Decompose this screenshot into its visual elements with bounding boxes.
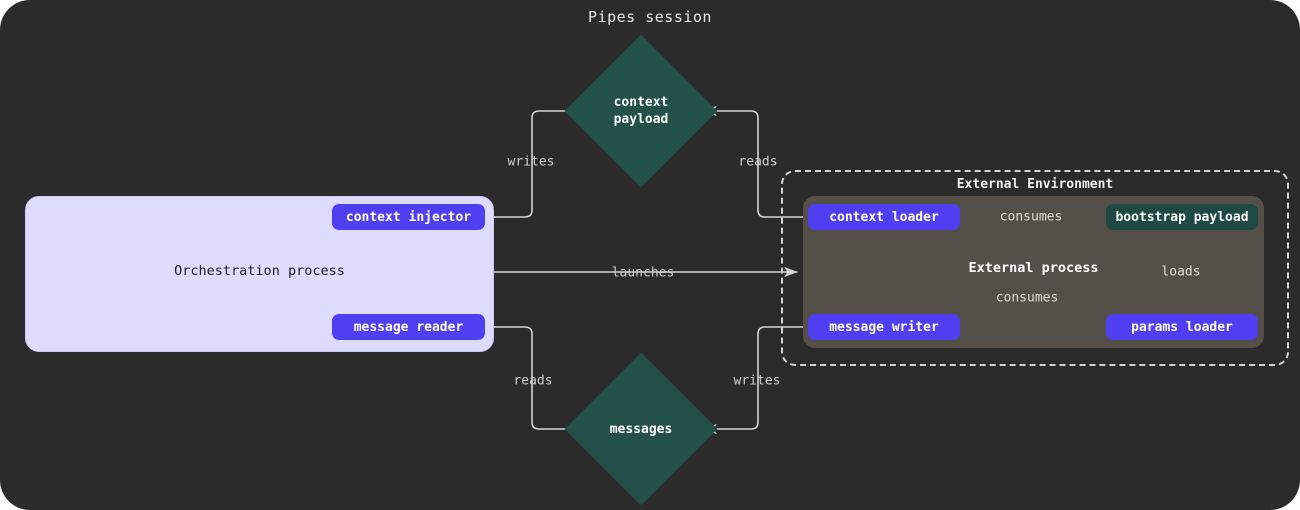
node-message-writer[interactable]: message writer — [808, 314, 960, 340]
node-context-injector[interactable]: context injector — [332, 204, 485, 230]
diamond-label-group: context payload — [587, 57, 695, 165]
edge-label-reads-messages: reads — [513, 373, 553, 389]
edge-label-launches: launches — [611, 265, 675, 281]
node-context-payload[interactable]: context payload — [564, 34, 718, 188]
context-payload-line1: context — [613, 95, 669, 110]
cluster-external-environment: External Environment — [781, 170, 1289, 366]
edge-label-consumes-writer: consumes — [995, 290, 1059, 306]
context-payload-line2: payload — [613, 112, 669, 127]
cluster-external-process-label: External process — [968, 260, 1099, 276]
diamond-label-group: messages — [587, 375, 695, 483]
edge-label-consumes-context: consumes — [999, 209, 1063, 225]
edge-label-writes-context: writes — [507, 154, 555, 170]
cluster-external-environment-label: External Environment — [956, 177, 1114, 192]
page-title: Pipes session — [588, 8, 712, 26]
edge-label-writes-messages: writes — [733, 373, 781, 389]
node-params-loader[interactable]: params loader — [1106, 314, 1258, 340]
edge-label-reads-context: reads — [738, 154, 778, 170]
cluster-orchestration-label: Orchestration process — [174, 263, 345, 279]
node-bootstrap-payload[interactable]: bootstrap payload — [1106, 204, 1258, 230]
node-messages[interactable]: messages — [564, 352, 718, 506]
messages-label: messages — [609, 421, 673, 437]
node-context-loader[interactable]: context loader — [808, 204, 960, 230]
node-message-reader[interactable]: message reader — [332, 314, 485, 340]
edge-label-loads: loads — [1161, 264, 1201, 280]
